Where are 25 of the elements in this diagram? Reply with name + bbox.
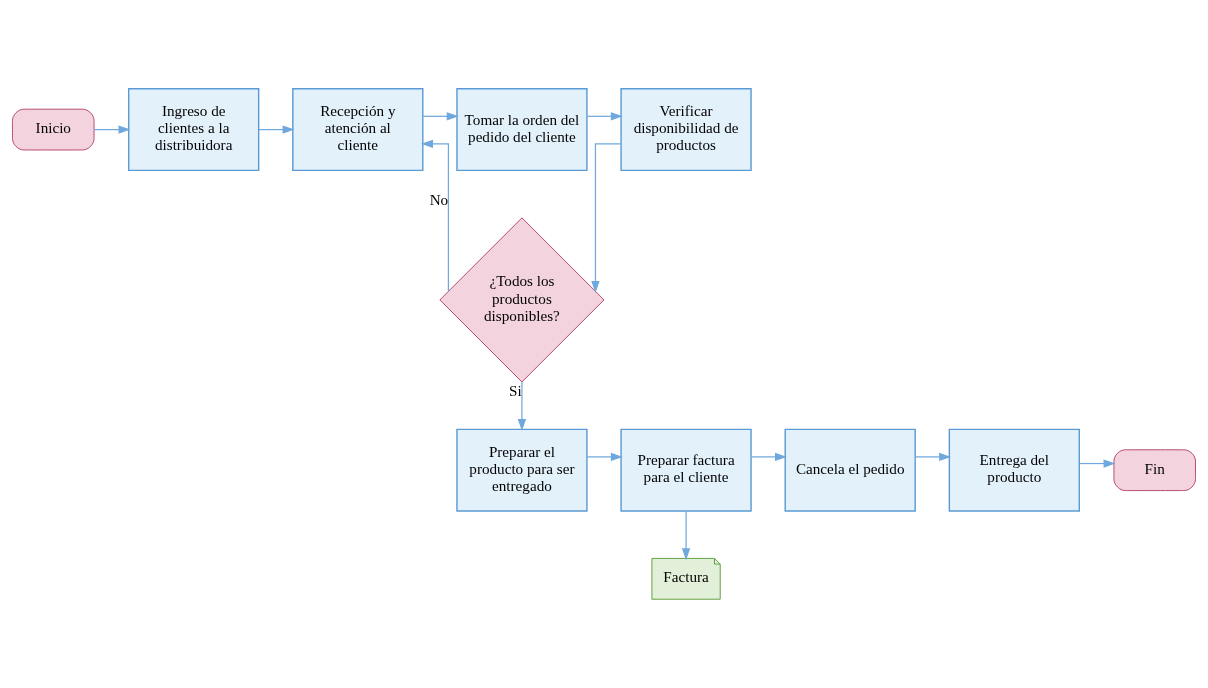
node-box: Preparar el producto para ser entregado (456, 428, 588, 512)
node-box: Inicio (12, 108, 95, 151)
arrow (586, 112, 623, 121)
arrow (591, 143, 622, 293)
edge-label: No (429, 190, 449, 208)
arrow (422, 112, 459, 121)
arrow (1078, 459, 1116, 468)
arrow (681, 510, 691, 561)
node-box: Fin (1113, 449, 1196, 492)
arrow (914, 452, 952, 462)
node-box: Preparar factura para el cliente (620, 428, 752, 512)
node-box: Ingreso de clientes a la distribuidora (128, 88, 260, 172)
node-box: Cancela el pedido (784, 428, 916, 512)
arrow (750, 452, 787, 462)
node-box: Tomar la orden del pedido del cliente (456, 88, 588, 172)
edge-label: Si (508, 381, 522, 399)
node-box: Recepción y atención al cliente (292, 88, 424, 172)
node-diamond: ¿Todos los productos disponibles? (439, 217, 605, 383)
node-box: Entrega del producto (948, 428, 1080, 512)
arrow (93, 125, 131, 134)
arrow (258, 125, 295, 134)
arrow (421, 139, 450, 292)
arrow (586, 452, 623, 462)
node-box: Verificar disponibilidad de productos (620, 88, 752, 172)
arrow (517, 381, 527, 431)
